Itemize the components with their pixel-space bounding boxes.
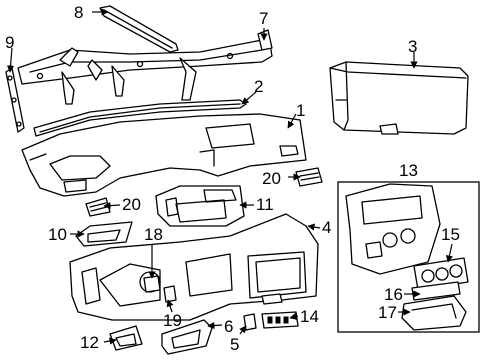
callout-17: 17 — [378, 303, 397, 322]
part-17-pocket — [401, 295, 467, 331]
part-7-beam — [17, 29, 273, 105]
part-4-lower-panel — [69, 213, 319, 321]
part-13-box — [337, 181, 480, 333]
part-5-clip — [243, 313, 257, 331]
callout-19: 19 — [163, 311, 182, 330]
callout-20-lower: 20 — [122, 195, 141, 214]
part-6-trim — [161, 319, 213, 355]
leader-lines — [6, 8, 453, 345]
callout-5: 5 — [230, 335, 239, 354]
callout-2: 2 — [254, 77, 263, 96]
callout-10: 10 — [48, 225, 67, 244]
callout-9: 9 — [5, 33, 14, 52]
part-8-brace — [99, 5, 179, 53]
callout-labels: 8 7 9 3 2 1 13 20 20 11 10 18 4 15 16 17… — [5, 3, 460, 354]
callout-14: 14 — [300, 307, 319, 326]
part-14-switch-bank — [261, 311, 299, 329]
callout-13: 13 — [399, 161, 418, 180]
callout-20-upper: 20 — [262, 169, 281, 188]
callout-3: 3 — [408, 37, 417, 56]
part-11-cluster-bezel — [155, 185, 245, 227]
part-2-defroster — [33, 99, 247, 137]
callout-18: 18 — [144, 225, 163, 244]
callout-6: 6 — [224, 317, 233, 336]
callout-1: 1 — [296, 101, 305, 120]
part-1-panel — [21, 113, 307, 197]
part-19-switch — [163, 285, 177, 303]
callout-12: 12 — [80, 333, 99, 352]
callout-7: 7 — [259, 9, 268, 28]
part-20-vent-upper — [295, 167, 323, 187]
callout-11: 11 — [256, 195, 274, 214]
callout-4: 4 — [322, 218, 331, 237]
part-12-cover — [109, 325, 143, 351]
part-18-switch — [143, 275, 161, 293]
part-3-airbag — [329, 61, 469, 135]
part-10-bezel — [75, 221, 133, 247]
callout-16: 16 — [384, 285, 403, 304]
callout-15: 15 — [441, 225, 460, 244]
part-16-strip — [411, 281, 461, 301]
part-20-vent-lower — [85, 197, 111, 217]
callout-8: 8 — [74, 3, 83, 22]
